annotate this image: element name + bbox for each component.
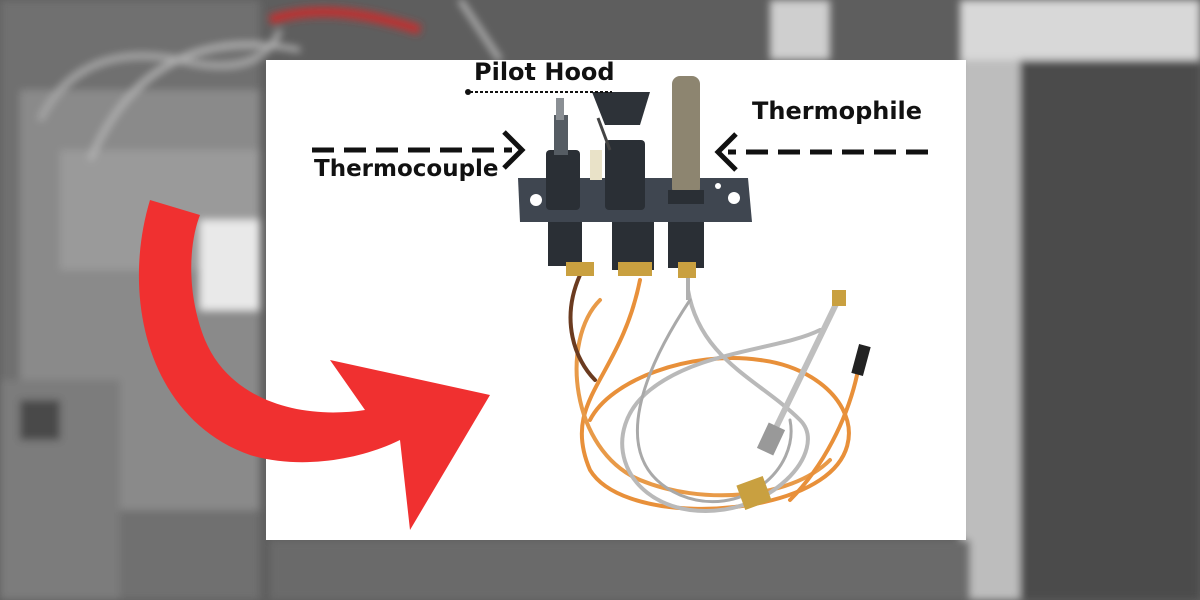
steel-tube-loop [636,298,793,503]
thermocouple-arrowhead [502,130,526,170]
steel-tube-coil [620,288,822,513]
pilot-hood-label: Pilot Hood [474,58,615,86]
orange-wire-tail [788,358,862,502]
thermocouple-label: Thermocouple [314,156,499,182]
red-curved-arrow [138,200,491,530]
brown-wire [568,273,597,382]
thermophile-arrowhead [714,132,738,172]
pilot-hood-dot [465,89,471,95]
thermophile-label: Thermophile [752,97,923,125]
